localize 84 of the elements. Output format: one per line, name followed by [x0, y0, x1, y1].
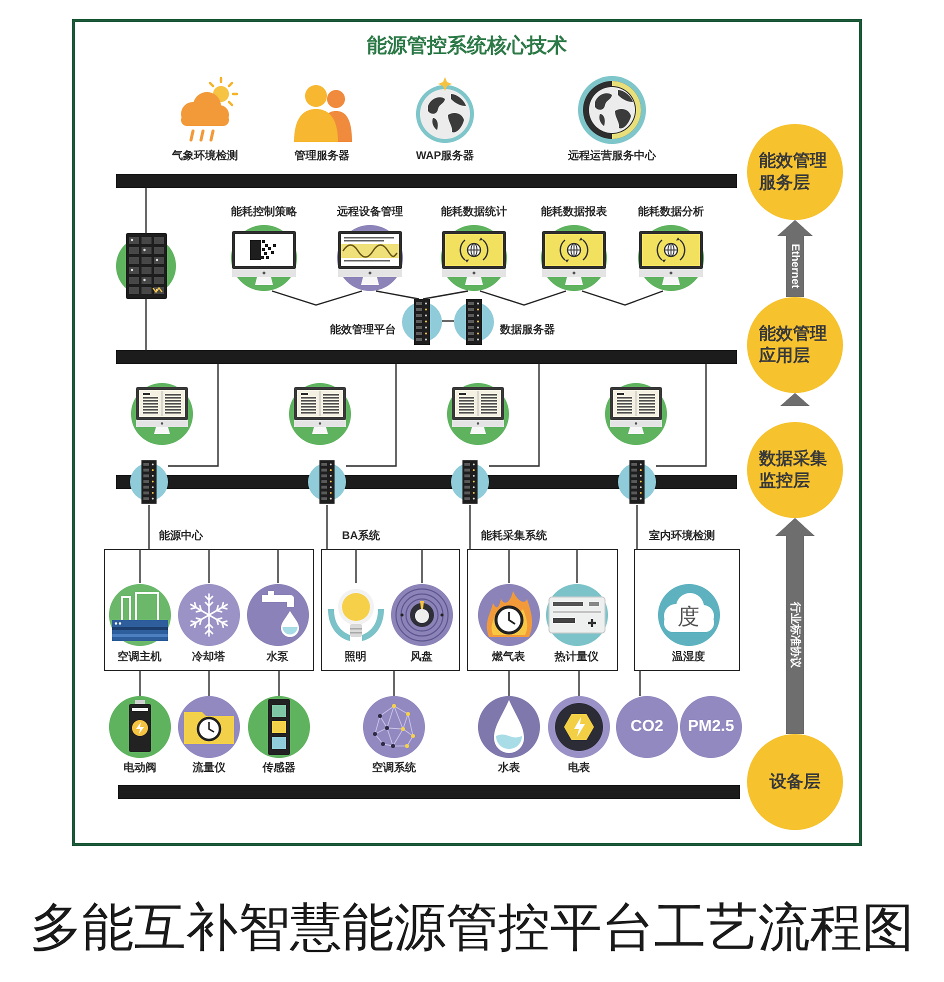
connector-line: [139, 549, 141, 583]
arrow: [775, 518, 815, 734]
icon-label: 冷却塔: [192, 650, 225, 664]
diagram-title: 能源管控系统核心技术: [367, 34, 567, 59]
connector-line: [480, 290, 566, 306]
connector-line: [168, 364, 219, 467]
icon-label: 能耗控制策略: [231, 205, 297, 219]
icon-label: WAP服务器: [416, 149, 474, 163]
layer-text: 能效管理应用层: [759, 323, 828, 367]
connector-line: [508, 671, 510, 696]
group-heading: 室内环境检测: [649, 529, 715, 543]
connector-line: [148, 505, 150, 549]
document-monitor-icon: [289, 381, 351, 445]
connector-line: [277, 549, 279, 583]
connector-line: [489, 364, 540, 467]
connector-line: [145, 299, 147, 350]
group-heading: BA系统: [342, 529, 380, 543]
connector-line: [208, 549, 210, 583]
connector-line: [656, 364, 707, 467]
connector-line: [346, 364, 397, 467]
layer-text: 数据采集监控层: [759, 448, 828, 492]
icon-label: 远程运营服务中心: [568, 149, 656, 163]
connector-line: [469, 505, 471, 549]
icon-label: 电动阀: [124, 761, 156, 775]
icon-label: 能耗数据分析: [638, 205, 704, 219]
connector-line: [442, 320, 454, 322]
connector-line: [422, 290, 468, 300]
icon-label: 电表: [568, 761, 590, 775]
document-monitor-icon: [447, 381, 509, 445]
layer-text: 能效管理服务层: [759, 150, 828, 194]
diagram-caption: 多能互补智慧能源管控平台工艺流程图: [30, 898, 914, 959]
document-monitor-icon: [131, 381, 193, 445]
arrow: [780, 393, 810, 406]
connector-line: [508, 549, 510, 583]
connector-line: [578, 671, 580, 696]
icon-label: 能耗数据统计: [441, 205, 507, 219]
layer-text: 设备层: [770, 771, 820, 793]
icon-label: 水泵: [266, 650, 288, 664]
edge-label: 行业标准协议: [788, 599, 802, 671]
icon-label: 热计量仪: [554, 650, 598, 664]
icon-label: 管理服务器: [294, 149, 350, 163]
icon-label: 水表: [498, 761, 520, 775]
document-monitor-icon: [605, 381, 667, 445]
bus-bar: [116, 174, 737, 188]
bus-bar: [118, 785, 740, 799]
connector-line: [355, 549, 357, 583]
connector-line: [393, 671, 395, 696]
connector-line: [139, 671, 141, 696]
icon-label: 空调主机: [118, 650, 162, 664]
connector-line: [278, 671, 280, 696]
icon-label: 照明: [344, 650, 366, 664]
connector-line: [272, 290, 362, 306]
connector-line: [376, 290, 420, 300]
icon-label: 流量仪: [192, 761, 226, 775]
icon-label: 能效管理平台: [330, 323, 396, 337]
icon-label: 空调系统: [372, 761, 416, 775]
icon-label: 风盘: [410, 650, 432, 664]
icon-label: 温湿度: [672, 650, 705, 664]
icon-label: 传感器: [262, 761, 296, 775]
server-rack-icon: [618, 459, 656, 505]
arrow: [777, 220, 813, 297]
measure-text: PM2.5: [688, 718, 734, 736]
connector-line: [636, 505, 638, 549]
group-heading: 能耗采集系统: [481, 529, 547, 543]
server-rack-icon: [116, 233, 176, 299]
icon-label: 燃气表: [492, 650, 525, 664]
icon-label: 数据服务器: [500, 323, 555, 337]
server-rack-icon: [130, 459, 168, 505]
icon-text: 度: [678, 604, 700, 628]
connector-line: [582, 290, 664, 306]
icon-label: 气象环境检测: [172, 149, 238, 163]
connector-line: [576, 549, 578, 583]
server-rack-icon: [308, 459, 346, 505]
measure-text: CO2: [630, 718, 664, 736]
icon-label: 能耗数据报表: [541, 205, 607, 219]
connector-line: [326, 505, 328, 549]
connector-line: [421, 549, 423, 583]
connector-line: [145, 188, 147, 233]
connector-line: [208, 671, 210, 696]
connector-line: [639, 671, 641, 696]
icon-label: 远程设备管理: [337, 205, 403, 219]
group-heading: 能源中心: [159, 529, 203, 543]
server-rack-icon: [451, 459, 489, 505]
bus-bar: [116, 350, 737, 364]
